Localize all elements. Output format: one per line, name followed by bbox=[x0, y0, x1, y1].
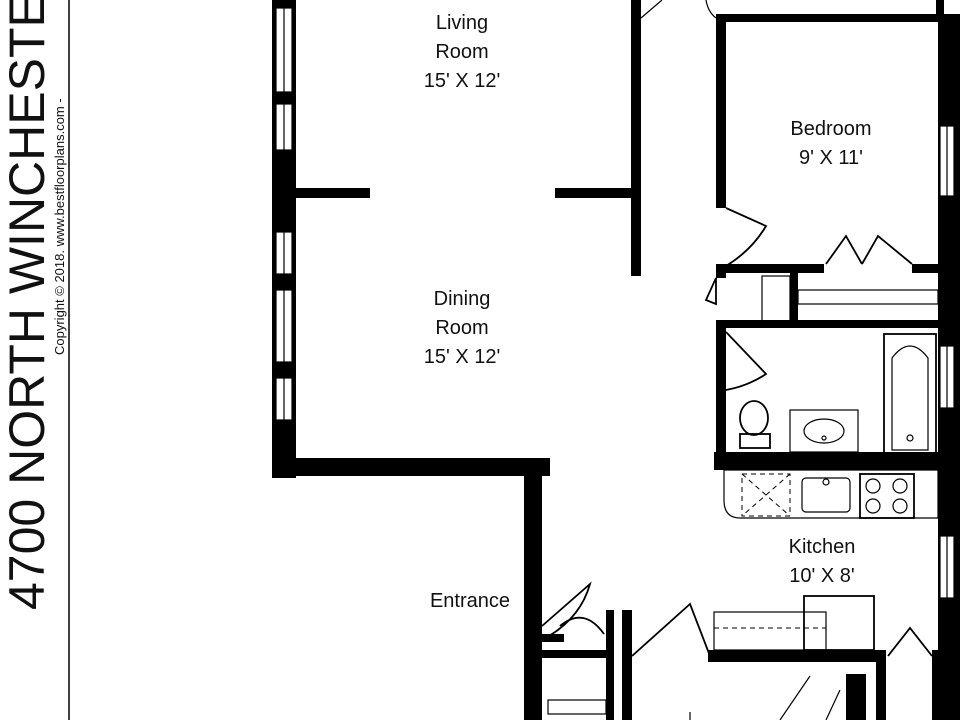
property-title: 4700 NORTH WINCHESTER bbox=[0, 0, 55, 610]
hall-cabinet bbox=[761, 275, 791, 323]
divider-wall-right bbox=[555, 188, 631, 198]
divider-wall-left bbox=[296, 188, 370, 198]
stove bbox=[859, 473, 915, 519]
kitchen-size: 10' X 8' bbox=[789, 565, 854, 587]
bedroom-bottom-wall-right bbox=[912, 264, 960, 273]
pantry-door bbox=[887, 626, 933, 657]
bedroom-left-wall bbox=[716, 14, 726, 208]
bedroom-label: Bedroom bbox=[790, 118, 871, 140]
bedroom-top-wall bbox=[716, 14, 960, 22]
stair-lines bbox=[779, 675, 841, 720]
entrance-wall bbox=[524, 476, 542, 626]
kitchen-top-wall bbox=[714, 452, 938, 470]
living-room-label-1: Living bbox=[436, 12, 488, 34]
dining-room-size: 15' X 12' bbox=[424, 346, 501, 368]
kitchen-label: Kitchen bbox=[789, 536, 856, 558]
entrance-door bbox=[541, 581, 592, 641]
bath-left-wall bbox=[716, 320, 726, 452]
left-exterior-wall bbox=[272, 0, 296, 478]
kitchen-lower-counter bbox=[713, 611, 827, 651]
living-room-label-2: Room bbox=[435, 41, 488, 63]
hall-closet-door bbox=[704, 277, 717, 306]
toilet bbox=[739, 400, 771, 449]
bathtub bbox=[883, 333, 937, 455]
kitchen-bottom-wall bbox=[708, 650, 876, 662]
right-exterior-wall bbox=[938, 22, 960, 720]
bath-top-wall bbox=[716, 320, 938, 328]
dining-bottom-wall bbox=[272, 458, 550, 476]
bedroom-door bbox=[725, 207, 768, 267]
closet-shelf bbox=[797, 289, 939, 305]
bath-door bbox=[725, 331, 768, 391]
hall-door bbox=[631, 602, 711, 657]
closet-bifold-door bbox=[825, 234, 913, 265]
door-top-2 bbox=[705, 0, 717, 19]
refrigerator bbox=[803, 595, 875, 651]
living-room-size: 15' X 12' bbox=[424, 70, 501, 92]
living-right-wall bbox=[631, 0, 641, 276]
entrance-label: Entrance bbox=[430, 590, 510, 612]
room-labels: Living Room 15' X 12' Bedroom 9' X 11' D… bbox=[424, 12, 872, 612]
bedroom-size: 9' X 11' bbox=[799, 147, 863, 169]
title-strip: 4700 NORTH WINCHESTER Copyright © 2018. … bbox=[0, 0, 70, 720]
kitchen-counter bbox=[723, 469, 939, 519]
bedroom-bottom-wall-left bbox=[716, 264, 824, 273]
door-top-1 bbox=[640, 0, 663, 19]
copyright-text: Copyright © 2018. www.bestfloorplans.com… bbox=[52, 98, 67, 355]
coat-closet-door bbox=[559, 616, 605, 635]
kitchen-sink bbox=[801, 477, 851, 513]
dining-room-label-2: Room bbox=[435, 317, 488, 339]
dining-room-label-1: Dining bbox=[434, 288, 491, 310]
bath-sink bbox=[789, 409, 859, 453]
